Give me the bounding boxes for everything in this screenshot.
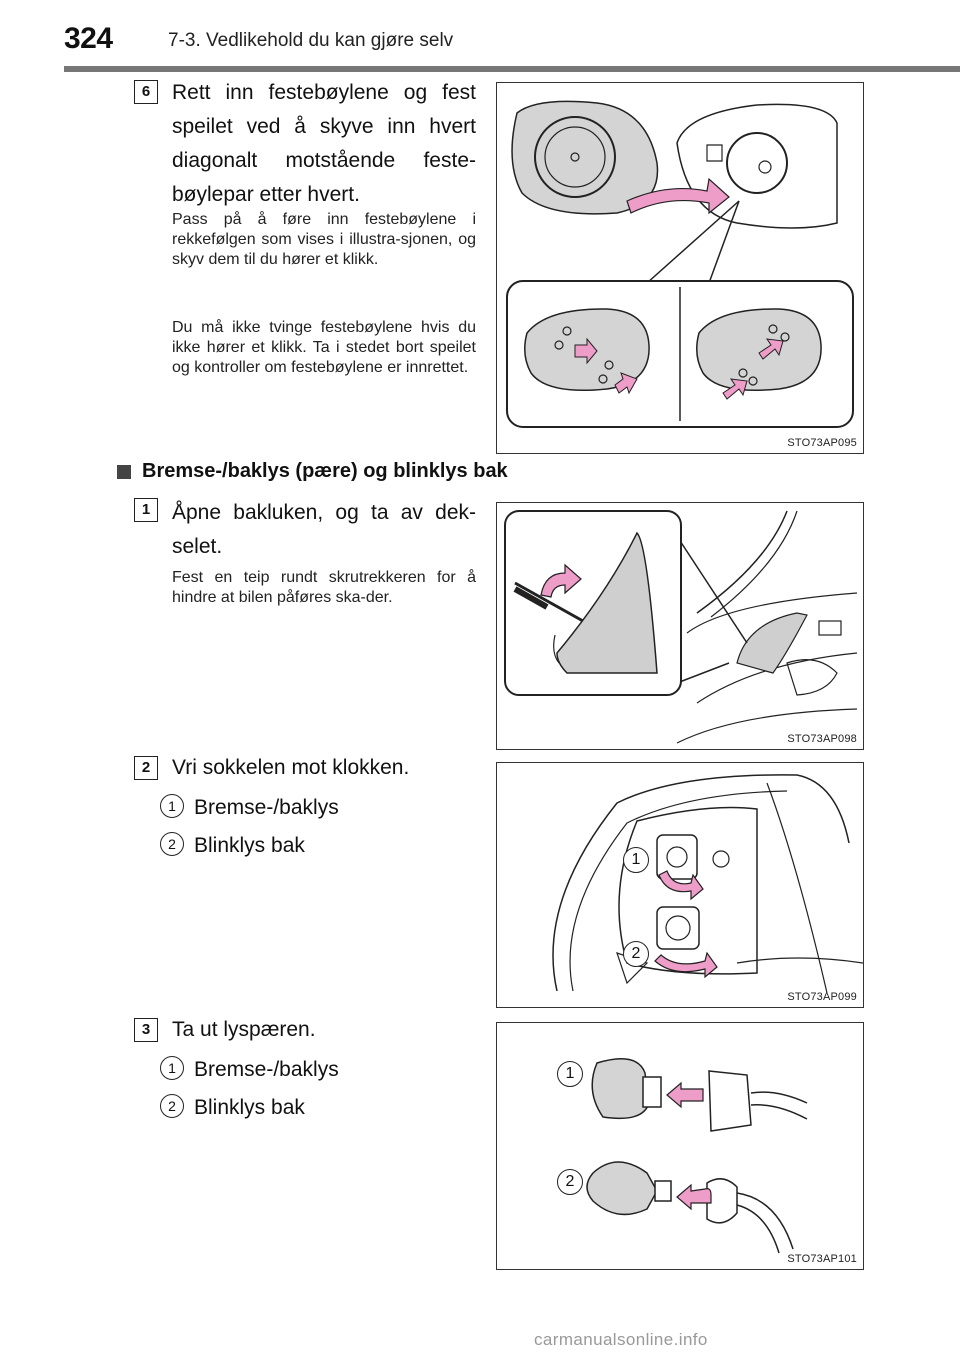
step-3-badge: 3 <box>134 1018 158 1042</box>
step-6-badge: 6 <box>134 80 158 104</box>
figure-callout-1: 1 <box>623 847 649 873</box>
figure-callout-3-2: 2 <box>557 1169 583 1195</box>
subsection-title: Bremse-/baklys (pære) og blinklys bak <box>142 460 508 482</box>
figure-code-1: STO73AP098 <box>787 733 857 745</box>
section-title: 7-3. Vedlikehold du kan gjøre selv <box>168 30 454 51</box>
step-6-note-1: Pass på å føre inn festebøylene i rekkef… <box>172 211 476 268</box>
step-6-note-2: Du må ikke tvinge festebøylene hvis du i… <box>172 319 476 376</box>
step-2-text: Vri sokkelen mot klokken. <box>172 756 410 779</box>
step-2-item-2-label: Blinklys bak <box>194 834 305 857</box>
step-3-item-2-number: 2 <box>160 1094 184 1118</box>
figure-callout-2: 2 <box>623 941 649 967</box>
socket-turn-figure: 1 2 STO73AP099 <box>496 762 864 1008</box>
step-3-item-2-label: Blinklys bak <box>194 1096 305 1119</box>
figure-callout-3-1: 1 <box>557 1061 583 1087</box>
step-1-text: Åpne bakluken, og ta av dek-selet. <box>172 501 476 558</box>
watermark: carmanualsonline.info <box>534 1330 708 1349</box>
hatch-cover-illustration <box>504 510 858 744</box>
figure-code-3: STO73AP101 <box>787 1253 857 1265</box>
step-3-text: Ta ut lyspæren. <box>172 1018 316 1041</box>
step-1-note: Fest en teip rundt skrutrekkeren for å h… <box>172 569 476 606</box>
subsection-marker <box>117 465 131 479</box>
step-2-item-2-number: 2 <box>160 832 184 856</box>
step-2-item-1-number: 1 <box>160 794 184 818</box>
bulb-removal-figure: 1 2 STO73AP101 <box>496 1022 864 1270</box>
step-2-item-1-label: Bremse-/baklys <box>194 796 339 819</box>
step-3-item-1-label: Bremse-/baklys <box>194 1058 339 1081</box>
step-2-badge: 2 <box>134 756 158 780</box>
figure-code-2: STO73AP099 <box>787 991 857 1003</box>
figure-code-6: STO73AP095 <box>787 437 857 449</box>
page-number: 324 <box>64 22 113 55</box>
mirror-bracket-illustration <box>506 100 854 428</box>
step-6-text: Rett inn festebøylene og fest speilet ve… <box>172 81 476 206</box>
header-rule <box>64 66 960 72</box>
bulb-removal-illustration <box>586 1058 808 1254</box>
step-3-item-1-number: 1 <box>160 1056 184 1080</box>
hatch-cover-figure: STO73AP098 <box>496 502 864 750</box>
step-1-badge: 1 <box>134 498 158 522</box>
mirror-bracket-figure: STO73AP095 <box>496 82 864 454</box>
socket-turn-illustration <box>552 774 863 994</box>
